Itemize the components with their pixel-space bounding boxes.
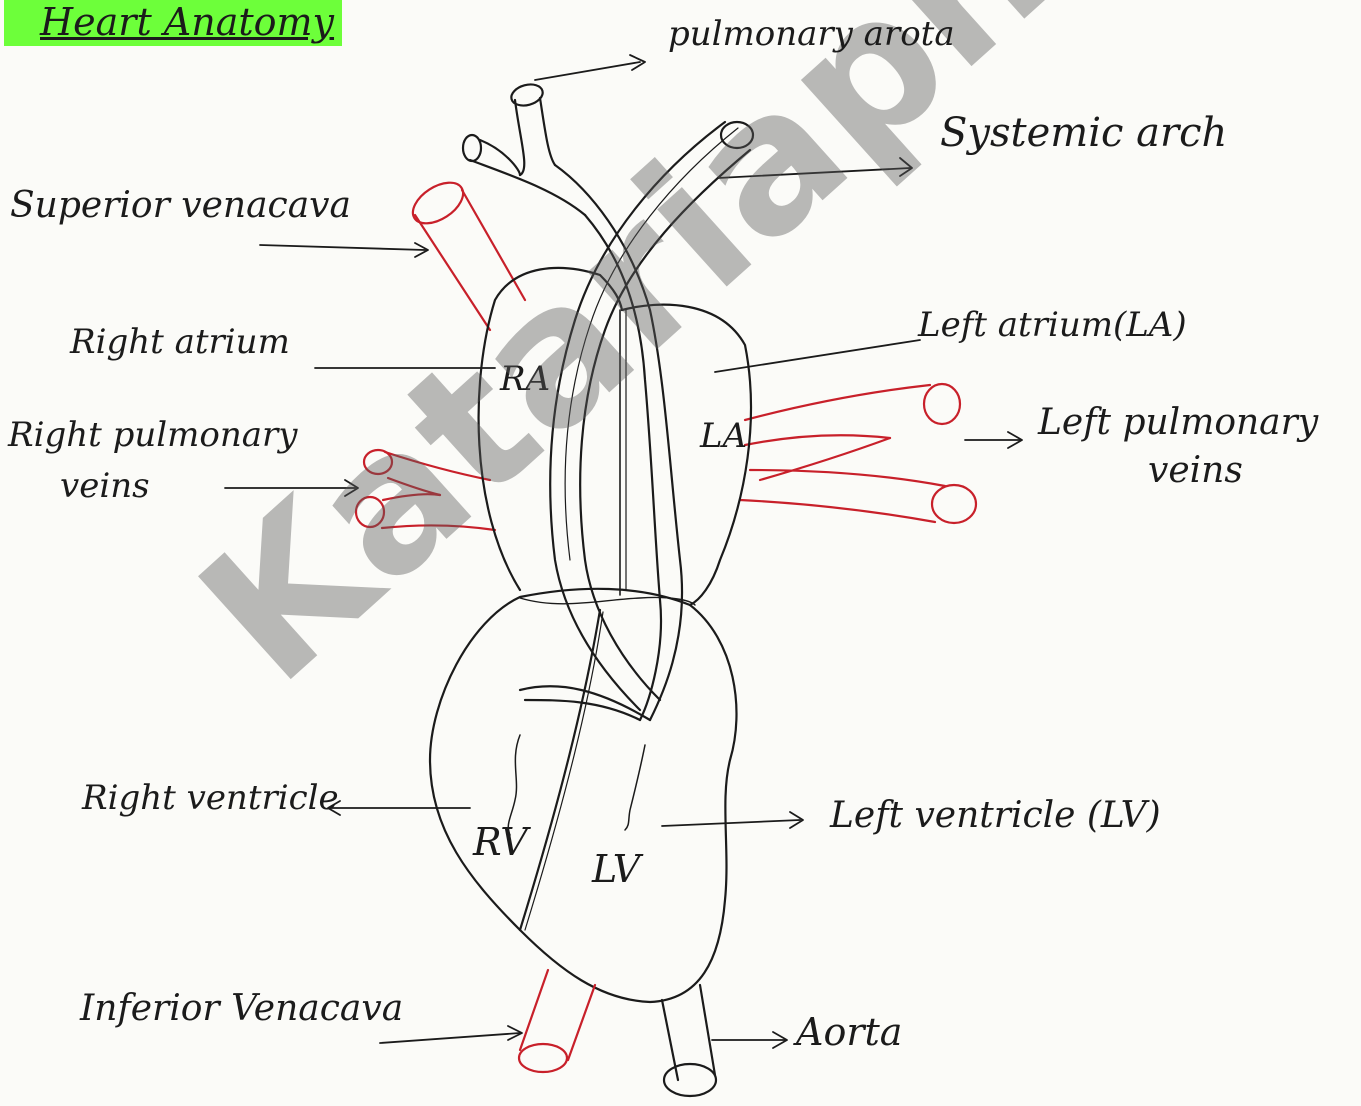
- la-mark: LA: [699, 416, 747, 456]
- label-pulmonary-aorta: pulmonary arota: [668, 14, 955, 54]
- ventricle-septum: [520, 610, 600, 930]
- rv-mark: RV: [472, 820, 531, 864]
- label-inferior-vena-cava: Inferior Venacava: [80, 988, 403, 1029]
- label-right-pulmonary-veins-1: Right pulmonary: [8, 415, 297, 455]
- aorta-vessel: [662, 985, 716, 1096]
- left-pulmonary-veins-vessel: [740, 384, 976, 523]
- ventricles-outline: [430, 589, 737, 1002]
- label-left-atrium: Left atrium(LA): [918, 305, 1187, 345]
- label-right-atrium: Right atrium: [70, 322, 290, 362]
- label-superior-vena-cava: Superior venacava: [10, 185, 351, 226]
- page-title: Heart Anatomy: [4, 0, 342, 46]
- atrioventricular-groove: [520, 597, 695, 605]
- label-left-pulmonary-veins-1: Left pulmonary: [1038, 402, 1318, 443]
- label-right-pulmonary-veins-2: veins: [60, 466, 150, 506]
- lv-mark: LV: [591, 847, 644, 891]
- label-systemic-arch: Systemic arch: [940, 110, 1227, 156]
- label-left-ventricle: Left ventricle (LV): [830, 795, 1161, 836]
- inferior-vena-cava-vessel: [519, 970, 595, 1072]
- label-left-pulmonary-veins-2: veins: [1148, 450, 1243, 491]
- label-right-ventricle: Right ventricle: [82, 778, 339, 818]
- label-aorta: Aorta: [796, 1010, 902, 1054]
